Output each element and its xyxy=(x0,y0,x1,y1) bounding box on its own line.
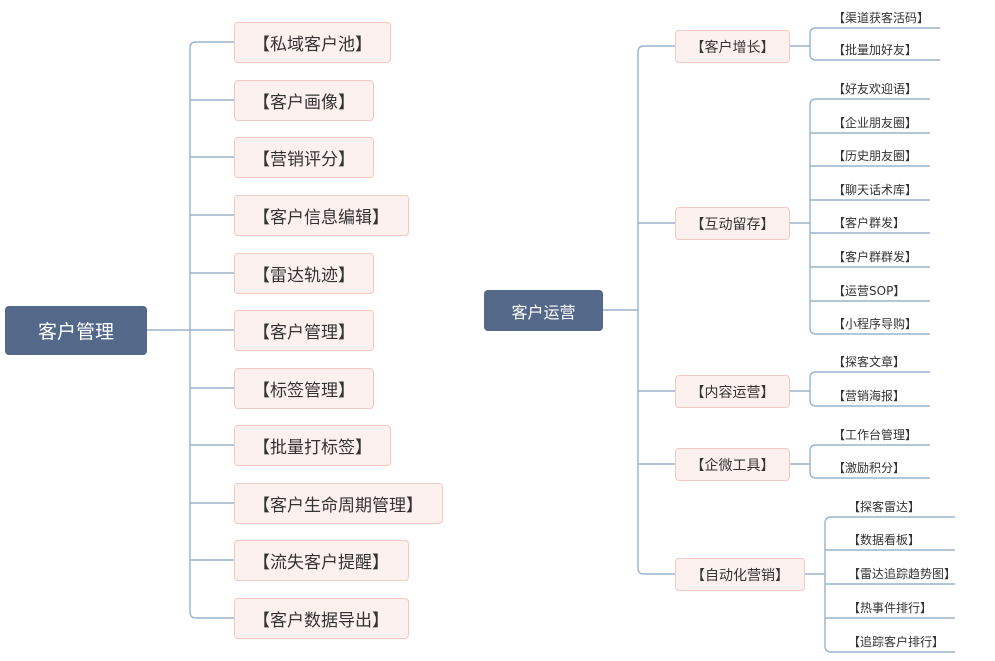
right-branch-5 xyxy=(637,567,675,575)
right-sub-retention-8: 【小程序导购】 xyxy=(833,316,918,331)
right-sub-retention-4: 【聊天话术库】 xyxy=(833,182,918,197)
right-sub-retention-7: 【运营SOP】 xyxy=(833,283,906,298)
group-3-branch-1 xyxy=(809,371,930,379)
right-group-automation: 【自动化营销】 xyxy=(675,558,805,591)
left-leaf-10: 【流失客户提醒】 xyxy=(234,540,409,581)
right-sub-automation-4: 【热事件排行】 xyxy=(848,600,933,615)
left-root-node: 客户管理 xyxy=(5,306,147,355)
right-sub-content-1: 【探客文章】 xyxy=(833,354,906,369)
right-sub-growth-1: 【渠道获客活码】 xyxy=(833,10,930,25)
group-5-branch-5 xyxy=(824,645,955,653)
left-leaf-9: 【客户生命周期管理】 xyxy=(234,483,443,524)
right-sub-retention-3: 【历史朋友圈】 xyxy=(833,148,918,163)
right-sub-content-2: 【营销海报】 xyxy=(833,388,906,403)
right-sub-automation-3: 【雷达追踪趋势图】 xyxy=(848,566,957,581)
group-2-branch-8 xyxy=(809,327,930,335)
left-leaf-8: 【批量打标签】 xyxy=(234,425,391,466)
right-group-content: 【内容运营】 xyxy=(675,375,790,408)
left-leaf-6: 【客户管理】 xyxy=(234,310,374,351)
right-sub-tools-1: 【工作台管理】 xyxy=(833,427,918,442)
left-leaf-11: 【客户数据导出】 xyxy=(234,598,409,639)
group-5-branch-1 xyxy=(824,516,955,524)
group-2-branch-1 xyxy=(809,98,930,106)
right-group-tools: 【企微工具】 xyxy=(675,448,790,481)
left-leaf-3: 【营销评分】 xyxy=(234,137,374,178)
right-sub-tools-2: 【激励积分】 xyxy=(833,460,906,475)
right-group-growth: 【客户增长】 xyxy=(675,30,790,63)
right-sub-automation-2: 【数据看板】 xyxy=(848,532,921,547)
left-branch-1 xyxy=(189,41,234,49)
left-branch-11 xyxy=(189,611,234,619)
right-sub-retention-1: 【好友欢迎语】 xyxy=(833,81,918,96)
right-sub-retention-5: 【客户群发】 xyxy=(833,215,906,230)
left-leaf-7: 【标签管理】 xyxy=(234,368,374,409)
group-1-branch-1 xyxy=(809,27,940,35)
group-3-branch-2 xyxy=(809,399,930,407)
left-leaf-1: 【私域客户池】 xyxy=(234,22,391,63)
right-sub-automation-1: 【探客雷达】 xyxy=(848,499,921,514)
right-sub-automation-5: 【追踪客户排行】 xyxy=(848,634,945,649)
right-root-node: 客户运营 xyxy=(484,290,603,331)
group-4-branch-2 xyxy=(809,471,930,479)
left-leaf-5: 【雷达轨迹】 xyxy=(234,253,374,294)
right-branch-1 xyxy=(637,45,675,53)
right-sub-retention-2: 【企业朋友圈】 xyxy=(833,115,918,130)
left-leaf-2: 【客户画像】 xyxy=(234,80,374,121)
right-sub-retention-6: 【客户群群发】 xyxy=(833,249,918,264)
left-leaf-4: 【客户信息编辑】 xyxy=(234,195,409,236)
right-sub-growth-2: 【批量加好友】 xyxy=(833,42,918,57)
right-group-retention: 【互动留存】 xyxy=(675,207,790,240)
group-1-branch-2 xyxy=(809,53,940,61)
group-4-branch-1 xyxy=(809,444,930,452)
